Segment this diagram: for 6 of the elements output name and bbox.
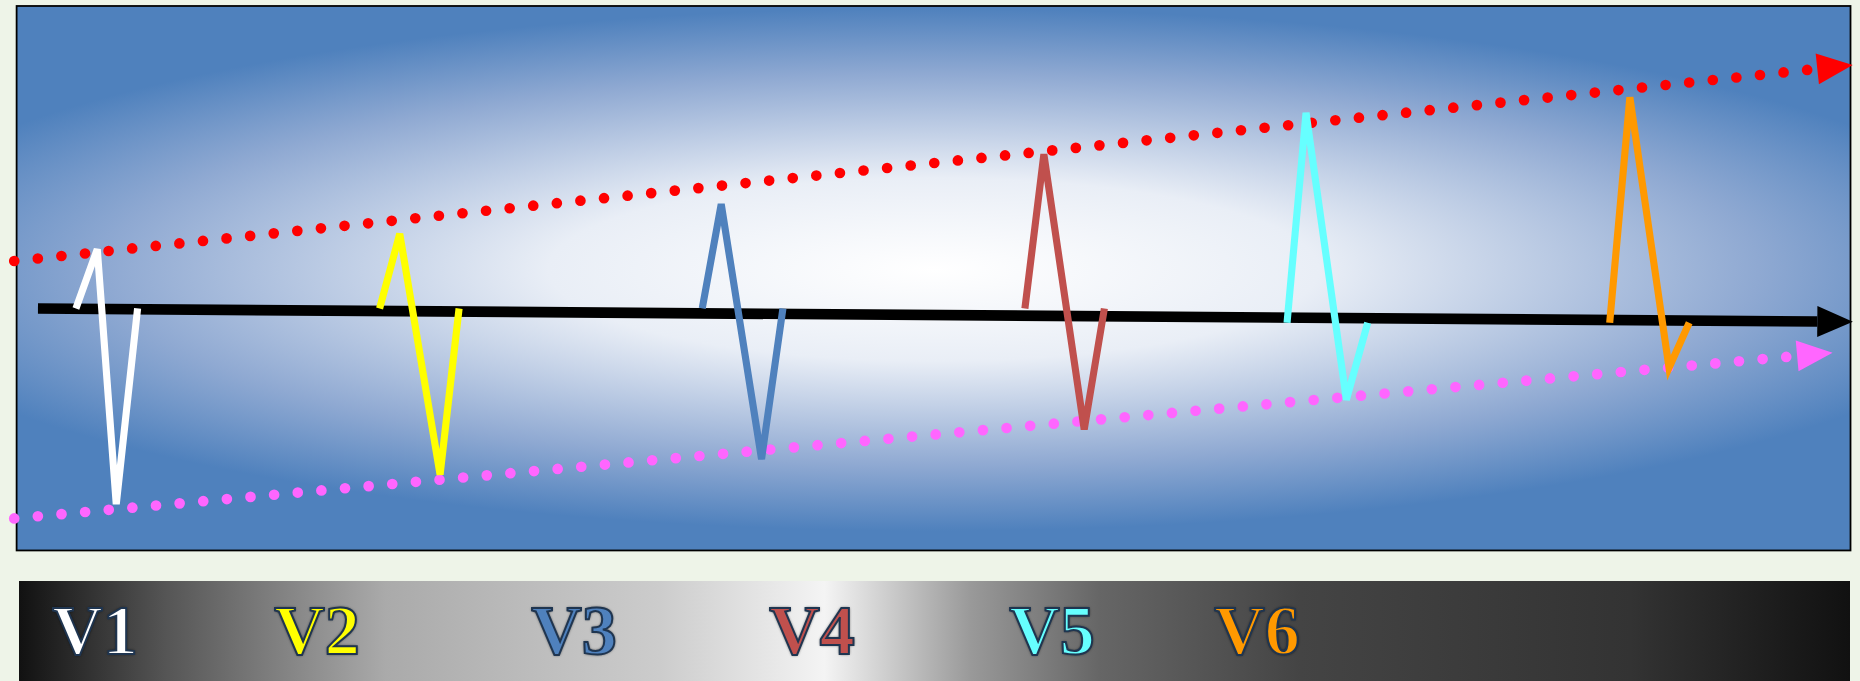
lead-label: V4 — [769, 596, 855, 666]
lead-label: V6 — [1214, 596, 1300, 666]
lead-label: V2 — [274, 596, 360, 666]
lead-label: V1 — [52, 596, 138, 666]
lead-label: V3 — [531, 596, 617, 666]
lead-label: V5 — [1009, 596, 1095, 666]
